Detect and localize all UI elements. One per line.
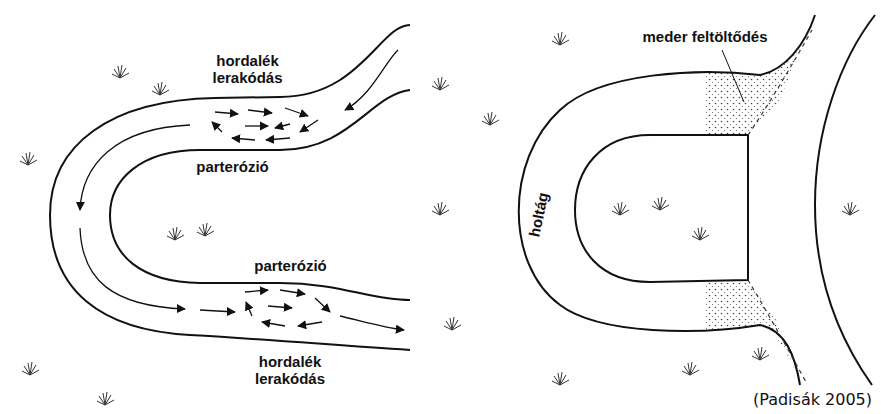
infill-label: meder feltöltődés: [630, 28, 780, 45]
deposition-label: hordalék lerakódás: [240, 353, 340, 388]
erosion-label: parterózió: [243, 257, 338, 274]
grass-tufts: [20, 32, 859, 405]
oxbow-label: holtág: [525, 191, 551, 239]
deposition-label: hordalék lerakódás: [200, 52, 295, 87]
source-caption: (Padisák 2005): [750, 389, 875, 410]
new-bank-dashes: [748, 30, 812, 382]
flow-arrows: [80, 50, 404, 330]
sediment-fill: [705, 280, 795, 370]
river-banks: [50, 25, 410, 350]
erosion-label: parterózió: [185, 158, 280, 175]
leader-line: [722, 50, 744, 102]
oxbow-banks: [519, 15, 875, 385]
